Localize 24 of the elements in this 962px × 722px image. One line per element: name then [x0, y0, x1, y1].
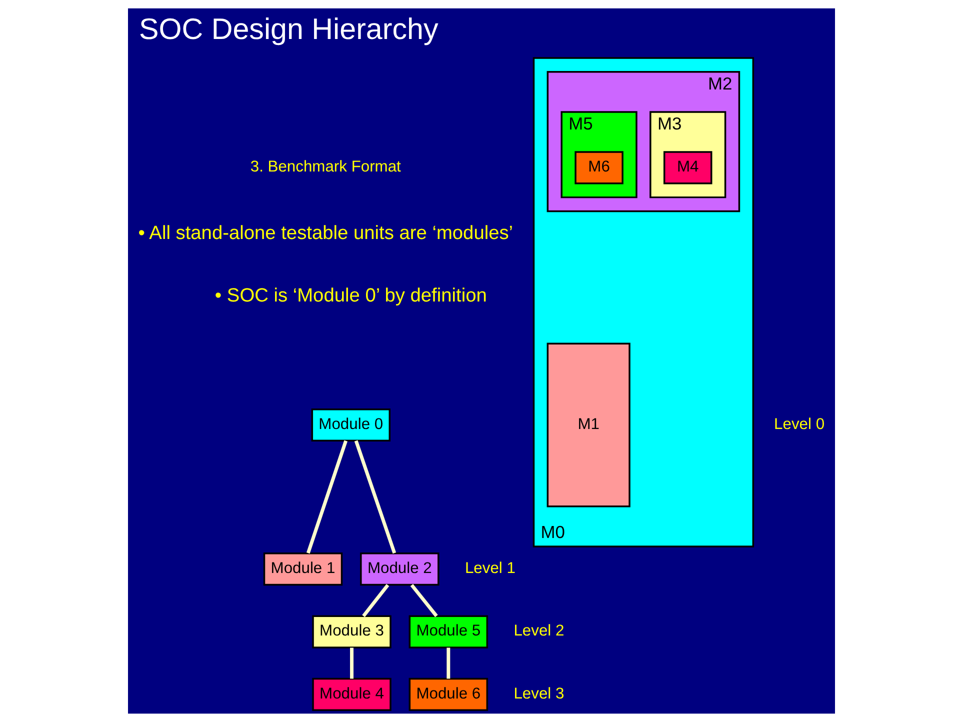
label: • SOC is ‘Module 0’ by definition	[214, 285, 486, 306]
node-box: Module 5	[408, 615, 488, 648]
connector	[410, 584, 438, 618]
node-box: Module 3	[312, 615, 391, 648]
label: • All stand-alone testable units are ‘modules’	[138, 222, 513, 244]
label: Level 2	[513, 622, 564, 640]
node-box: Module 4	[312, 678, 391, 712]
label: Level 1	[464, 560, 515, 577]
node-box: M6	[574, 151, 623, 184]
node-box: Module 0	[310, 408, 390, 442]
connector	[446, 648, 450, 679]
connector	[350, 648, 353, 679]
node-box: Module 2	[360, 552, 439, 586]
label: Level 3	[513, 685, 564, 702]
connector	[362, 584, 389, 618]
node-box: Module 6	[408, 678, 488, 712]
node-box: M4	[662, 151, 712, 184]
label: 3. Benchmark Format	[250, 158, 400, 176]
node-box: M1	[546, 342, 630, 508]
connector	[354, 440, 396, 554]
connector	[306, 440, 348, 554]
diagram-title: SOC Design Hierarchy	[138, 13, 438, 46]
label: Level 0	[774, 416, 824, 433]
node-box: Module 1	[262, 552, 342, 586]
